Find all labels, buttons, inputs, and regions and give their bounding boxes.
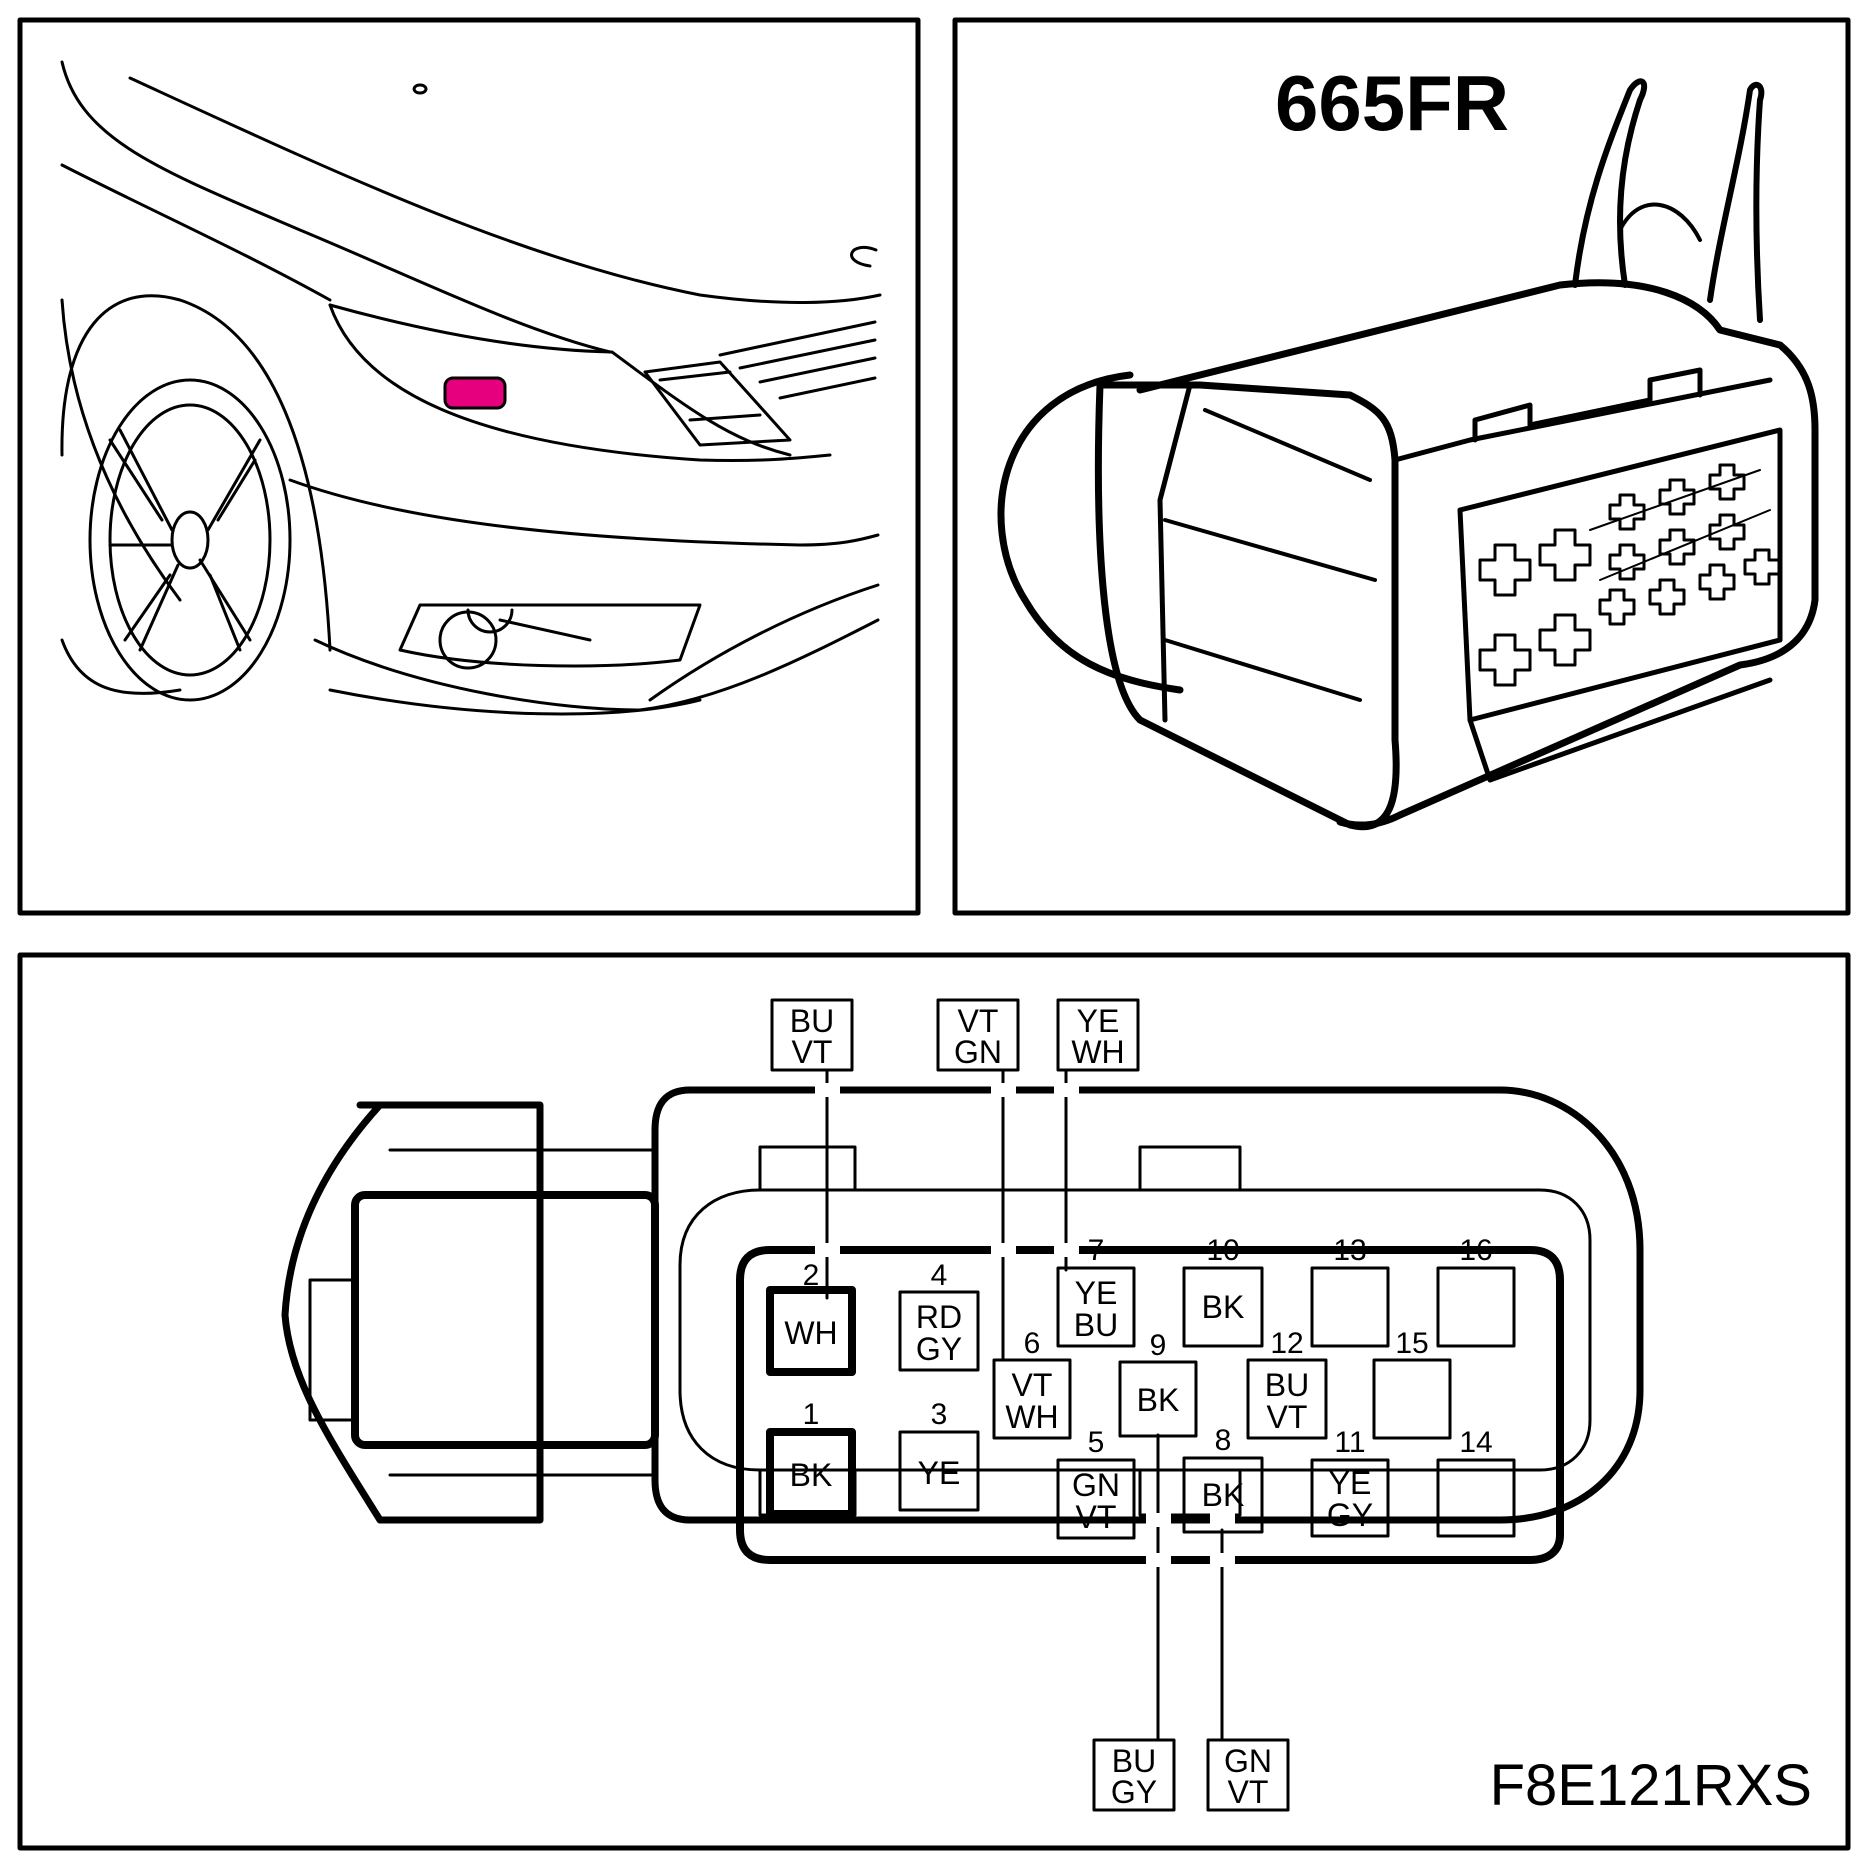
lead-label-pin2: BU VT — [770, 998, 854, 1072]
svg-text:BK: BK — [1137, 1382, 1180, 1418]
svg-text:VT: VT — [958, 1003, 999, 1039]
svg-text:VT: VT — [792, 1034, 833, 1070]
svg-text:4: 4 — [931, 1259, 948, 1292]
svg-text:5: 5 — [1088, 1426, 1105, 1459]
svg-text:BU: BU — [1074, 1307, 1118, 1343]
svg-text:RD: RD — [916, 1299, 962, 1335]
svg-text:14: 14 — [1459, 1426, 1492, 1459]
svg-text:2: 2 — [803, 1259, 820, 1292]
pin-15: 15 — [1372, 1327, 1452, 1440]
wire-break-gaps — [815, 1083, 1235, 1567]
svg-text:BU: BU — [1112, 1743, 1156, 1779]
svg-text:VT: VT — [1228, 1774, 1269, 1810]
pin-3: 3 YE — [898, 1398, 980, 1512]
connector-housing-illustration — [997, 78, 1819, 831]
lead-label-pin6: VT GN — [936, 998, 1020, 1072]
svg-text:YE: YE — [1329, 1465, 1372, 1501]
svg-text:YE: YE — [1077, 1003, 1120, 1039]
pin-10: 10 BK — [1182, 1234, 1264, 1348]
connector-id-label: 665FR — [1275, 59, 1509, 147]
svg-text:GY: GY — [1327, 1497, 1373, 1533]
svg-text:3: 3 — [931, 1398, 948, 1431]
svg-text:GN: GN — [1224, 1743, 1272, 1779]
connector-location-marker — [443, 376, 507, 410]
svg-text:GY: GY — [916, 1331, 962, 1367]
car-front-illustration — [60, 60, 882, 716]
pin-cavities: 1 BK 2 WH 3 YE 4 RD GY — [766, 1234, 1516, 1540]
svg-text:GY: GY — [1111, 1774, 1157, 1810]
lead-label-pin9: BU GY — [1092, 1738, 1176, 1812]
pin-16: 16 — [1436, 1234, 1516, 1348]
svg-text:13: 13 — [1333, 1234, 1366, 1267]
pin-12: 12 BU VT — [1246, 1327, 1328, 1440]
pin-7: 7 YE BU — [1056, 1234, 1136, 1348]
svg-text:WH: WH — [1005, 1399, 1058, 1435]
pin-14: 14 — [1436, 1426, 1516, 1538]
pin-2: 2 WH — [766, 1259, 856, 1376]
svg-text:11: 11 — [1334, 1426, 1365, 1459]
bottom-lead-labels: BU GY GN VT — [1092, 1738, 1290, 1812]
svg-text:YE: YE — [918, 1455, 961, 1491]
svg-text:15: 15 — [1395, 1327, 1428, 1360]
svg-text:GN: GN — [954, 1034, 1002, 1070]
svg-text:1: 1 — [803, 1398, 820, 1431]
connector-face-outline — [281, 1086, 1644, 1564]
svg-text:8: 8 — [1215, 1424, 1232, 1457]
svg-text:VT: VT — [1012, 1367, 1053, 1403]
svg-text:12: 12 — [1270, 1327, 1303, 1360]
pin-6: 6 VT WH — [992, 1327, 1072, 1440]
svg-text:YE: YE — [1075, 1275, 1118, 1311]
svg-text:BK: BK — [1202, 1289, 1245, 1325]
pin-11: 11 YE GY — [1310, 1426, 1390, 1538]
svg-text:VT: VT — [1267, 1399, 1308, 1435]
pin-9: 9 BK — [1118, 1329, 1198, 1438]
svg-text:10: 10 — [1206, 1234, 1239, 1267]
svg-text:16: 16 — [1459, 1234, 1492, 1267]
svg-text:6: 6 — [1024, 1327, 1041, 1360]
pinout-panel: BU VT VT GN YE WH BU GY GN — [17, 952, 1851, 1851]
svg-text:BK: BK — [1202, 1477, 1245, 1513]
pin-4: 4 RD GY — [898, 1259, 980, 1372]
svg-text:BU: BU — [1265, 1367, 1309, 1403]
pin-1: 1 BK — [766, 1398, 856, 1518]
svg-text:9: 9 — [1150, 1329, 1167, 1362]
vehicle-locator-panel — [17, 17, 921, 916]
connector-view-panel: 665FR — [952, 17, 1851, 916]
svg-text:7: 7 — [1088, 1234, 1105, 1267]
svg-text:VT: VT — [1076, 1499, 1117, 1535]
lead-label-pin8: GN VT — [1206, 1738, 1290, 1812]
svg-text:BU: BU — [790, 1003, 834, 1039]
svg-text:WH: WH — [1071, 1034, 1124, 1070]
pin-5: 5 GN VT — [1056, 1426, 1136, 1540]
pin-13: 13 — [1310, 1234, 1390, 1348]
svg-text:GN: GN — [1072, 1467, 1120, 1503]
pin-8: 8 BK — [1182, 1424, 1264, 1534]
svg-text:BK: BK — [790, 1457, 833, 1493]
lead-wires — [825, 1068, 1224, 1742]
figure-code-label: F8E121RXS — [1490, 1753, 1812, 1818]
svg-text:WH: WH — [784, 1315, 837, 1351]
top-lead-labels: BU VT VT GN YE WH — [770, 998, 1140, 1072]
lead-label-pin7: YE WH — [1056, 998, 1140, 1072]
